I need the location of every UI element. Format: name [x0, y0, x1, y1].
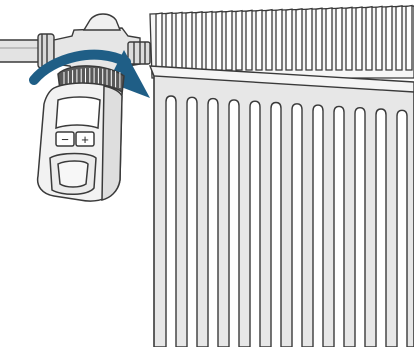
radiator-fin: [356, 7, 362, 70]
radiator-channel: [355, 108, 365, 347]
radiator-fin: [176, 12, 182, 70]
thermostat-plus-glyph: +: [81, 132, 89, 147]
radiator-fin: [316, 8, 322, 70]
radiator-fin: [236, 11, 242, 70]
radiator-channel: [397, 110, 407, 347]
radiator-icon: [150, 6, 414, 347]
radiator-fin: [156, 13, 162, 70]
radiator-fin: [396, 6, 402, 70]
radiator-channel: [166, 96, 176, 347]
thermostat-icon: − +: [38, 66, 124, 201]
radiator-fin: [186, 12, 192, 70]
pipe-icon: [0, 34, 54, 68]
radiator-channel: [250, 101, 260, 347]
radiator-fin: [166, 13, 172, 70]
radiator-fin: [286, 9, 292, 70]
radiator-fin: [216, 11, 222, 70]
radiator-fin: [336, 8, 342, 70]
radiator-fin: [246, 10, 252, 70]
radiator-channel: [271, 103, 281, 347]
radiator-fin: [366, 7, 372, 70]
radiator-fin: [386, 6, 392, 70]
thermostat-display: [56, 97, 100, 128]
radiator-channel: [208, 99, 218, 347]
radiator-channel: [376, 109, 386, 347]
radiator-fin: [196, 12, 202, 70]
thermostat-minus-glyph: −: [61, 132, 69, 147]
radiator-fin: [346, 7, 352, 70]
radiator-fin: [296, 9, 302, 70]
radiator-fin: [276, 9, 282, 70]
radiator-top-fins: [150, 6, 414, 79]
radiator-fin: [326, 8, 332, 70]
radiator-fin: [266, 10, 272, 70]
radiator-channel: [334, 106, 344, 347]
radiator-fin: [256, 10, 262, 70]
radiator-channel: [187, 97, 197, 347]
radiator-fin: [376, 6, 382, 70]
radiator-fin: [406, 6, 412, 71]
radiator-channel: [229, 100, 239, 347]
radiator-fin: [226, 11, 232, 70]
radiator-channel: [313, 105, 323, 347]
radiator-fin: [206, 12, 212, 71]
radiator-fin: [306, 9, 312, 71]
radiator-channel: [292, 104, 302, 347]
